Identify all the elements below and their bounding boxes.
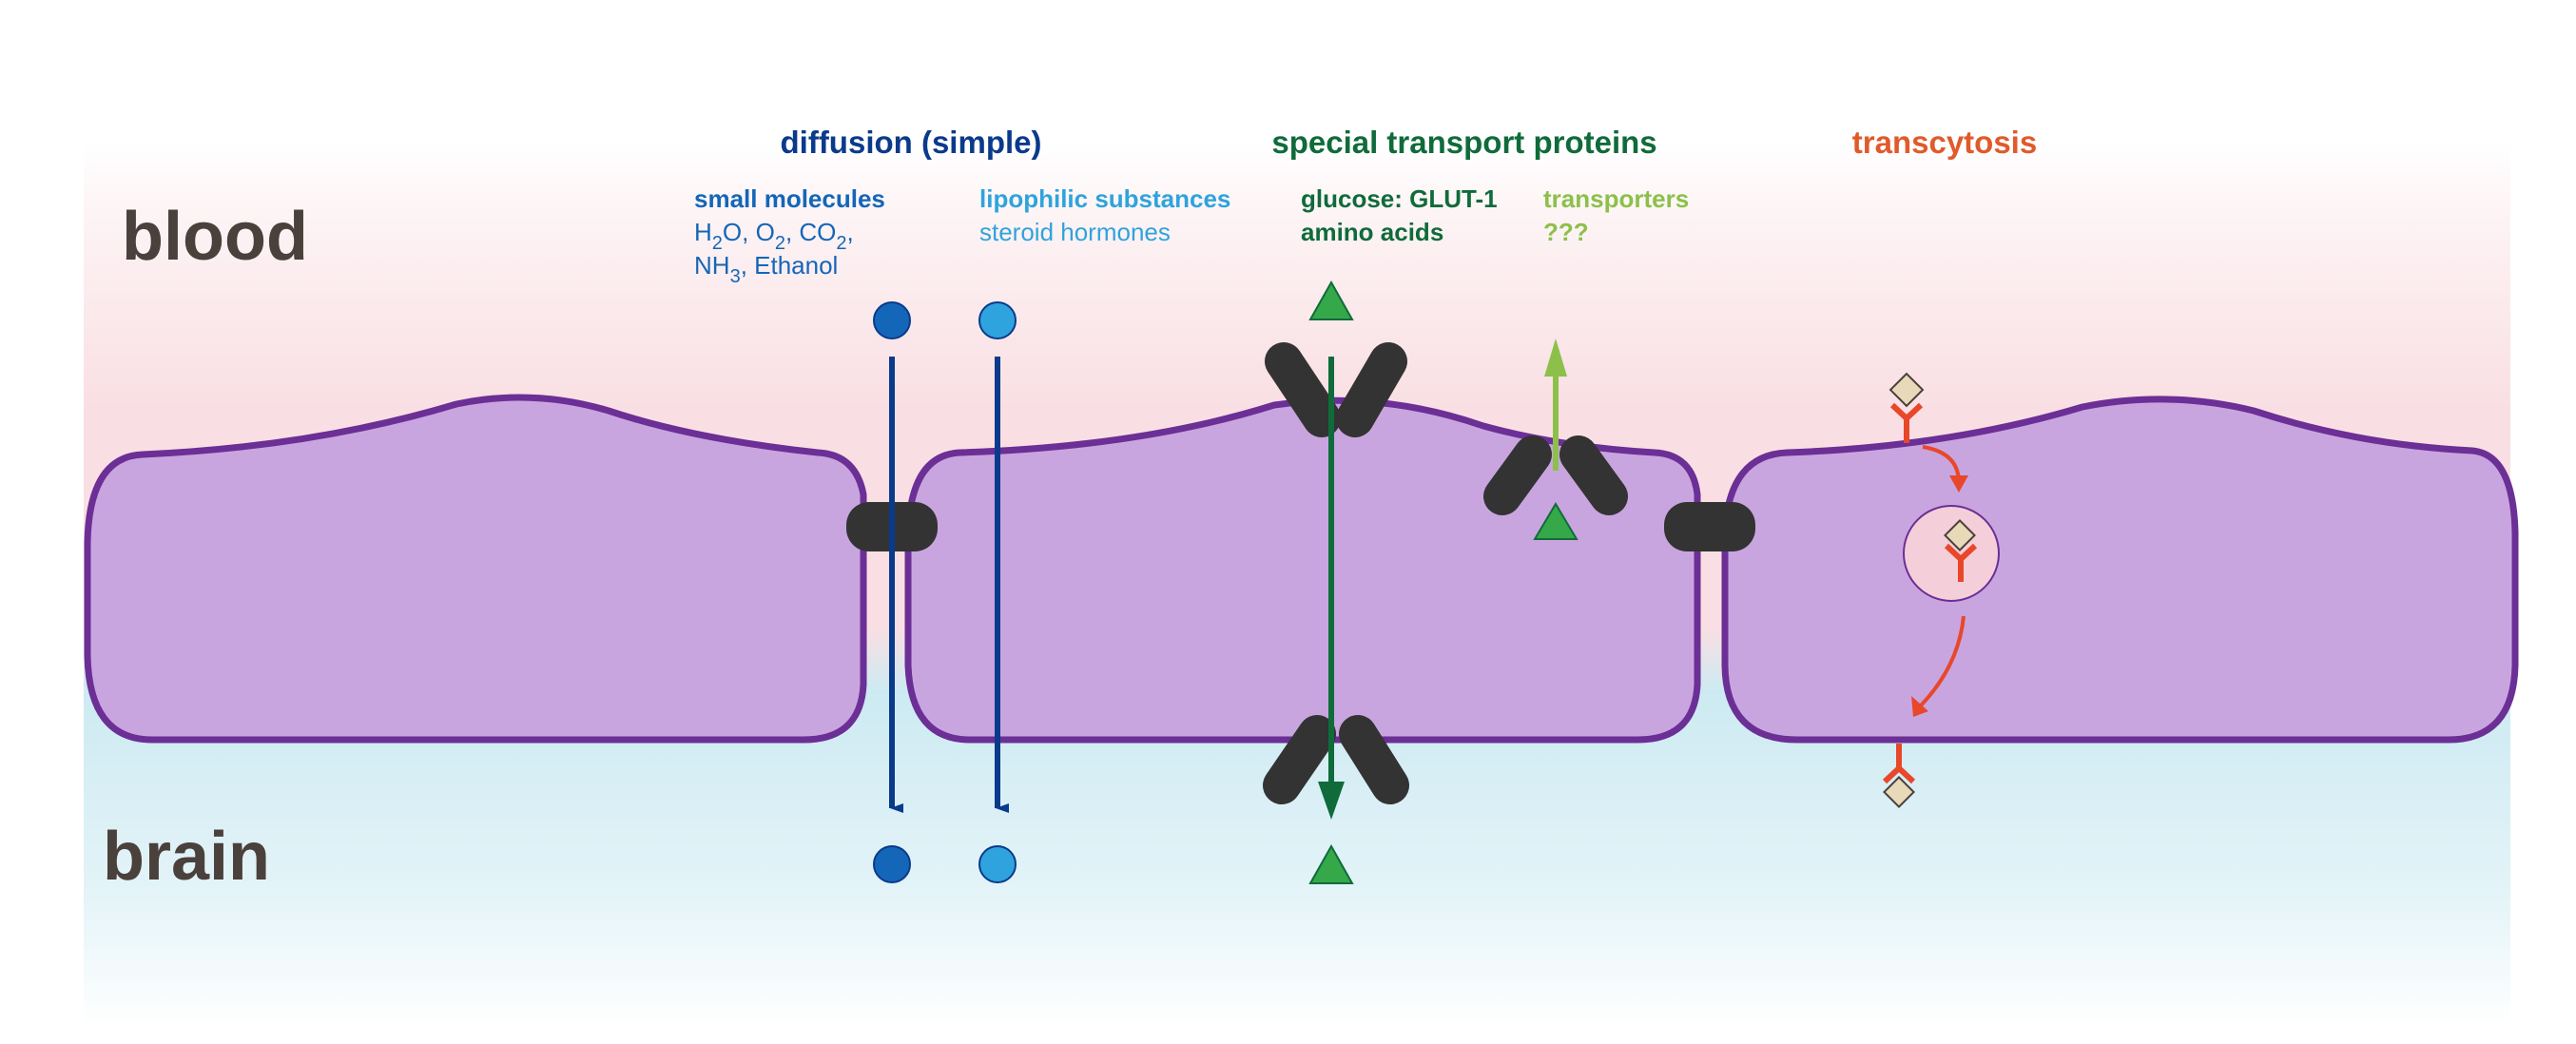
label-lipophilic: lipophilic substances: [979, 184, 1230, 213]
endocytosis-arrowhead: [1949, 475, 1968, 493]
vesicle-receptor: [1944, 543, 1978, 582]
lipophilic-circle-top: [978, 301, 1017, 339]
label-glucose: glucose: GLUT-1: [1301, 184, 1498, 213]
label-small-molecule-examples-2: NH3, Ethanol: [694, 251, 838, 287]
heading-transcytosis: transcytosis: [1852, 125, 2037, 160]
glut1-transporter-top: [1265, 342, 1407, 437]
efflux-arrowhead: [1544, 338, 1567, 377]
blood-label: blood: [122, 199, 308, 275]
label-transporters: transporters: [1543, 184, 1689, 213]
small-molecule-circle-top: [873, 301, 911, 339]
heading-diffusion: diffusion (simple): [781, 125, 1042, 160]
glucose-triangle-top: [1308, 280, 1354, 320]
small-molecule-circle-bottom: [873, 845, 911, 883]
exocytosis-arrowhead: [1911, 696, 1928, 717]
ligand-diamond-top: [1888, 372, 1925, 408]
lipophilic-circle-bottom: [978, 845, 1017, 883]
label-unknown: ???: [1543, 218, 1589, 246]
endothelial-cell-right: [1721, 396, 2519, 744]
vesicle-ligand-diamond: [1944, 519, 1976, 551]
heading-special-transport: special transport proteins: [1271, 125, 1656, 160]
label-small-molecules: small molecules: [694, 184, 885, 213]
transcytosis-receptor-top: [1889, 402, 1924, 443]
endothelial-cell-left: [84, 394, 867, 744]
efflux-substrate-triangle: [1533, 502, 1579, 540]
ligand-diamond-bottom: [1883, 776, 1915, 808]
glucose-triangle-bottom: [1308, 843, 1354, 884]
label-small-molecule-examples-1: H2O, O2, CO2,: [694, 218, 854, 254]
transcytosis-receptor-bottom: [1882, 744, 1916, 784]
efflux-transporter: [1483, 435, 1628, 515]
tight-junction-right: [1664, 502, 1755, 551]
brain-label: brain: [103, 819, 270, 895]
exocytosis-arrow: [1919, 615, 1966, 707]
label-amino-acids: amino acids: [1301, 218, 1443, 246]
glucose-arrowhead: [1318, 782, 1345, 820]
label-steroid-hormones: steroid hormones: [979, 218, 1171, 246]
glut1-transporter-bottom: [1263, 715, 1409, 804]
